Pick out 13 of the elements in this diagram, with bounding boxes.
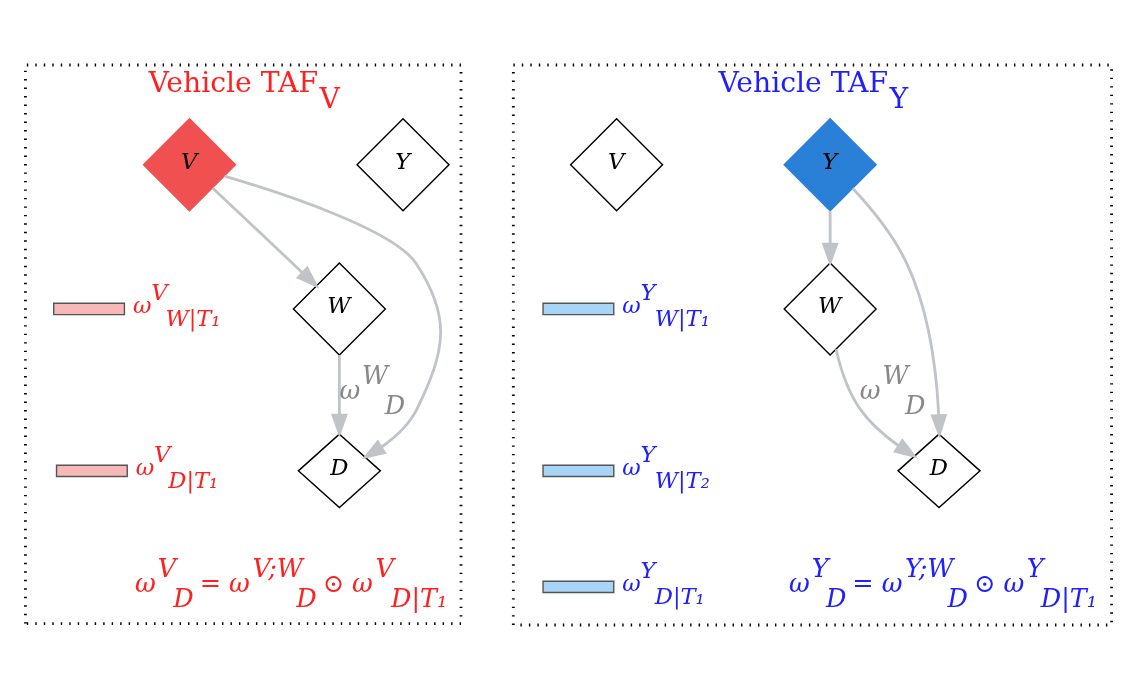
node-diamond: V <box>569 117 664 212</box>
arrow <box>330 354 348 438</box>
node-diamond: D <box>896 432 982 509</box>
node-diamond: Y <box>356 117 450 212</box>
arrow <box>211 186 320 288</box>
arrow <box>851 186 948 438</box>
node-diamond: Y <box>783 117 878 212</box>
node-diamond: W <box>783 261 878 356</box>
arrow <box>834 348 918 458</box>
arrow <box>224 174 442 459</box>
node-diamond: V <box>142 117 237 212</box>
node-diamond: D <box>297 432 382 509</box>
arrow <box>821 210 839 267</box>
